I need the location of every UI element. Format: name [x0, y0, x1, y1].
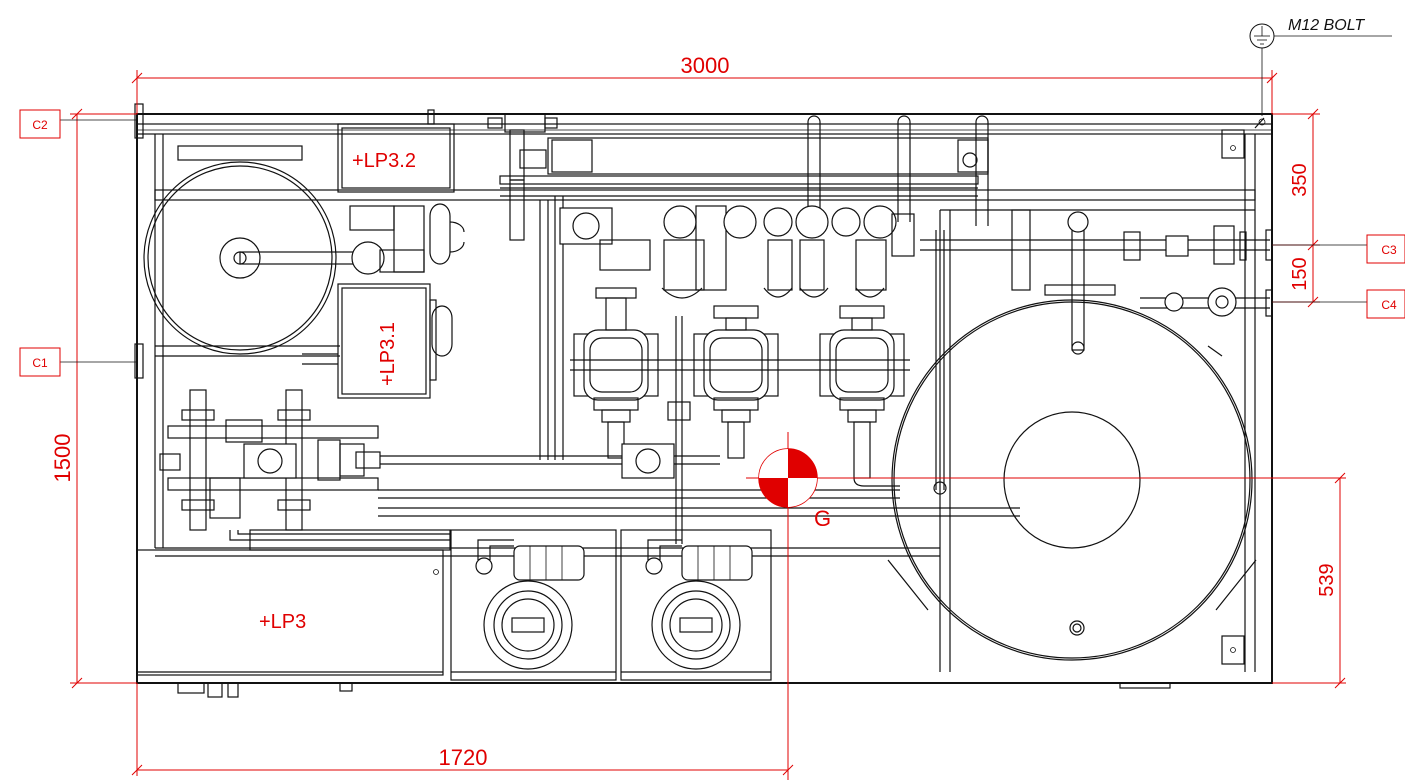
connection-label-c1: C1 [32, 356, 48, 370]
flange-c2 [134, 103, 144, 139]
center-of-gravity-symbol [746, 432, 824, 780]
panel-label-lp3-1: +LP3.1 [377, 322, 399, 386]
connection-tag-c3: C3 [1272, 234, 1405, 264]
center-pump-1 [573, 287, 659, 459]
connection-tag-c1: C1 [19, 347, 137, 377]
flange-c1 [134, 343, 144, 379]
dimension-label-top-offset: 350 [1289, 163, 1311, 196]
panel-label-lp3: +LP3 [259, 611, 306, 633]
right-outlet-piping [920, 225, 1273, 317]
connection-tag-c4: C4 [1272, 289, 1405, 319]
dimension-label-middle-offset: 150 [1289, 257, 1311, 290]
center-of-gravity-label: G [814, 506, 831, 531]
actuator-row [559, 205, 915, 299]
bottom-pump-2 [620, 529, 772, 681]
dimension-label-total-width: 3000 [681, 53, 730, 78]
top-manifold [487, 113, 989, 460]
instrument-mid [621, 316, 691, 544]
top-valve-cluster [487, 113, 558, 241]
center-pump-2 [693, 305, 779, 459]
instrument-cluster-upper-left [349, 203, 465, 357]
bottom-pump-1 [450, 529, 617, 681]
dimension-label-partial-width: 1720 [439, 745, 488, 770]
dimension-partial-width [131, 683, 794, 776]
dimension-label-total-height: 1500 [50, 434, 75, 483]
dimension-total-width [131, 70, 1278, 114]
connection-label-c3: C3 [1381, 243, 1397, 257]
ground-label: M12 BOLT [1288, 17, 1365, 34]
panel-lp3-2: +LP3.2 [337, 109, 455, 193]
connection-label-c2: C2 [32, 118, 48, 132]
panel-lp3-1: +LP3.1 [337, 283, 437, 399]
left-pipe-module [159, 353, 1020, 541]
connection-tag-c2: C2 [19, 109, 137, 139]
connection-label-c4: C4 [1381, 298, 1397, 312]
dimension-cog-height [822, 472, 1346, 689]
skid-frame [136, 113, 1273, 689]
right-tank [887, 211, 1257, 661]
panel-lp3: +LP3 [136, 529, 451, 698]
panel-label-lp3-2: +LP3.2 [352, 150, 416, 172]
ground-symbol-icon [1249, 23, 1392, 116]
left-tank [143, 145, 385, 355]
center-pump-3 [819, 305, 905, 487]
dimension-label-cog-height: 539 [1316, 563, 1338, 596]
dimension-total-height [70, 108, 137, 689]
